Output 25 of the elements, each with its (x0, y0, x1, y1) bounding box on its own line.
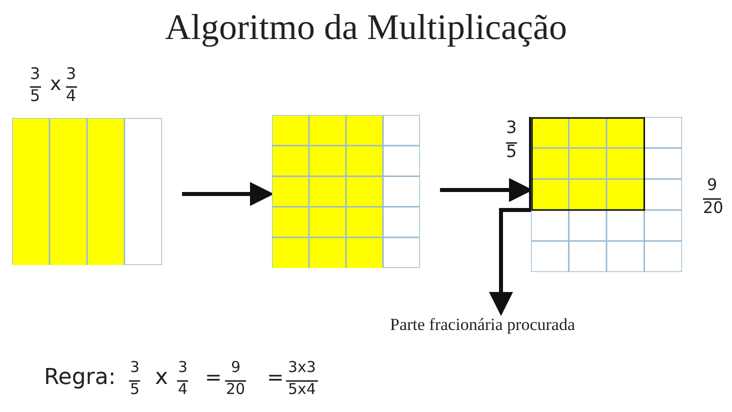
math-text: 20 (703, 200, 724, 216)
math-text: 5x4 (288, 382, 316, 397)
math-text: 3 (178, 360, 188, 375)
math-text: 9 (707, 177, 718, 193)
math-text: 3 (130, 360, 140, 375)
math-text: 5 (30, 88, 40, 104)
math-text: 4 (178, 382, 188, 397)
arrow (182, 182, 274, 206)
math-text: = (205, 367, 222, 387)
math-text: 3 (66, 66, 76, 82)
math-text: Regra: (44, 367, 116, 389)
math-text: 4 (66, 88, 76, 104)
caption-text: Parte fracionária procurada (390, 315, 575, 335)
title: Algoritmo da Multiplicação (164, 6, 568, 48)
math-text: x (155, 367, 168, 389)
math-text: x (50, 75, 62, 94)
math-text: 5 (506, 144, 517, 161)
math-text: 3 (30, 66, 40, 82)
math-text: 9 (231, 360, 241, 375)
math-text: 5 (130, 382, 140, 397)
arrow (489, 117, 533, 316)
math-text: = (267, 367, 284, 387)
math-text: 3x3 (288, 360, 316, 375)
math-text: 3 (506, 120, 517, 137)
math-text: 20 (226, 382, 246, 397)
